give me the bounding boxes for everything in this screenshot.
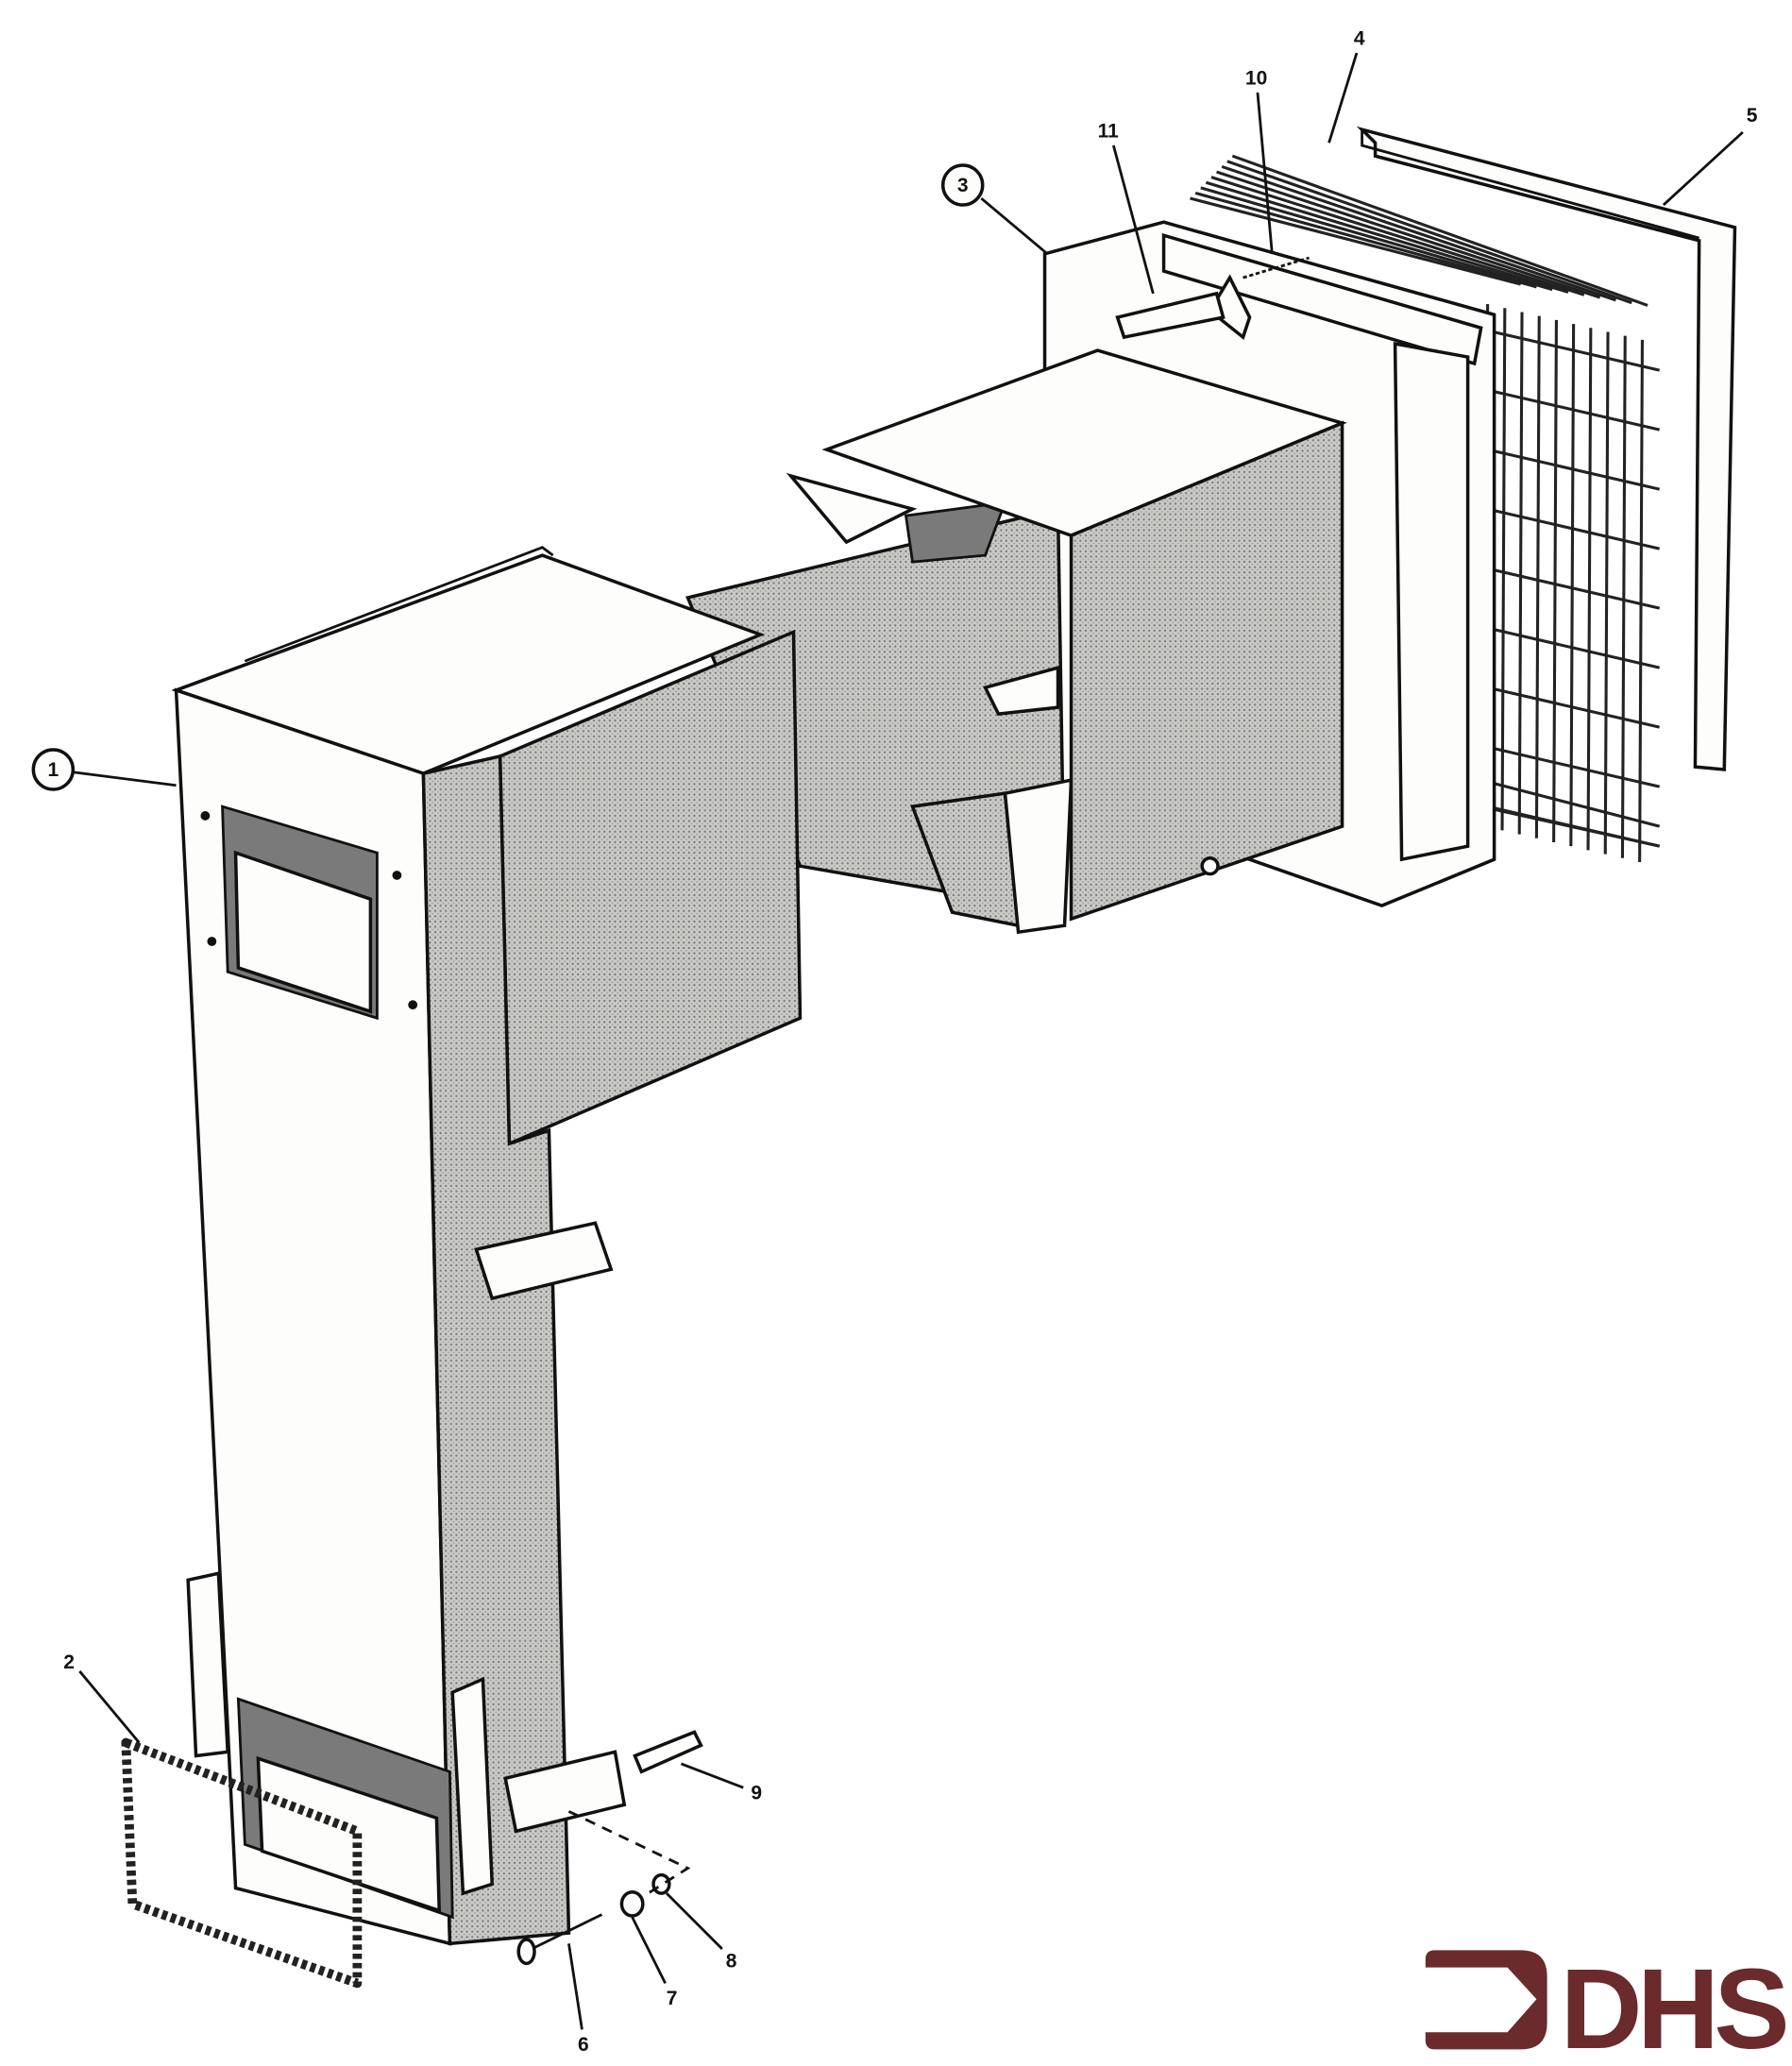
callout-10: 10 [1245,68,1267,90]
grill-wire [1487,686,1660,729]
callout-6: 6 [578,2034,589,2056]
ring-icon [651,1872,671,1895]
grill-wire [1487,329,1660,372]
callout-7: 7 [667,1988,678,2009]
wall-plug-icon [633,1730,703,1774]
callout-5: 5 [1747,105,1758,127]
fasteners [516,1730,703,1966]
rope-gasket [121,1737,363,1989]
callouts: 1 2 3 4 5 6 7 8 9 10 11 [31,28,1758,2056]
grill-wire [1487,448,1660,491]
grill-wire [1226,160,1632,305]
svg-text:DHS: DHS [1561,1945,1786,2061]
callout-1: 1 [47,759,59,781]
washer-icon [619,1890,645,1918]
callout-9: 9 [751,1783,762,1804]
vertical-duct [171,546,766,1946]
dhs-logo: DHS [1425,1945,1791,2066]
grill-wire [1480,804,1660,848]
grill-wire [1216,170,1601,299]
outer-frame [1356,126,1737,771]
grill-wire [1231,154,1648,307]
grill-wire [1487,567,1660,610]
callout-4: 4 [1354,28,1365,50]
callout-3: 3 [957,175,969,196]
horizontal-duct [498,348,1347,1146]
grill-wire [1221,164,1616,302]
grill-wire [1487,507,1660,550]
callout-2: 2 [63,1651,75,1673]
grill-wire [1487,626,1660,669]
screw-icon [528,1913,603,1952]
grill-wire [1487,745,1660,788]
callout-11: 11 [1098,121,1120,143]
grill-wire [1190,196,1522,286]
grill-wire [1200,186,1553,292]
grill-wire [1194,191,1537,289]
grill-wire [1210,176,1585,296]
guide-pin-icon [1115,291,1226,340]
grill-wire [1480,778,1661,828]
screw-10-icon [1243,256,1310,279]
callout-8: 8 [726,1951,737,1973]
grill-wire [1487,388,1660,432]
